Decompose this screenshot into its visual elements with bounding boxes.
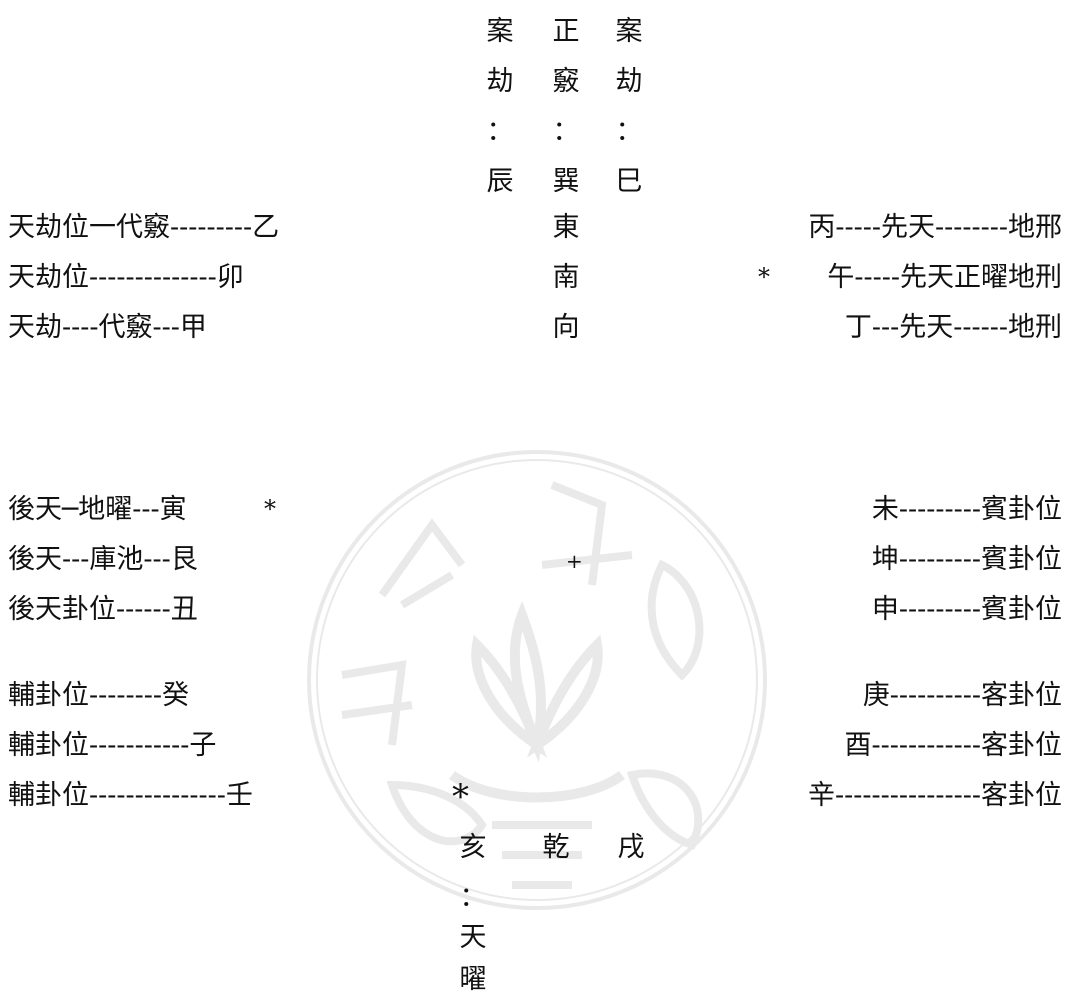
top-col1-2: ： bbox=[486, 116, 514, 147]
top-col2-0: 正 bbox=[552, 16, 580, 47]
bottom-row-hai: 亥 bbox=[459, 832, 487, 863]
top-col1-3: 辰 bbox=[486, 166, 514, 197]
east-center-3: 向 bbox=[552, 312, 580, 343]
middle-left-star-marker: * bbox=[264, 495, 276, 523]
bottom-row-qian: 乾 bbox=[542, 832, 570, 863]
top-col1-1: 劫 bbox=[486, 66, 514, 97]
east-right-star-marker: * bbox=[758, 263, 770, 291]
east-right-line-1: 丙-----先天--------地邢 bbox=[808, 212, 1062, 243]
lower-left-line-3: 輔卦位---------------壬 bbox=[8, 780, 253, 811]
east-right-line-2: 午-----先天正曜地刑 bbox=[827, 262, 1062, 293]
middle-right-line-1: 未---------賓卦位 bbox=[871, 494, 1062, 525]
top-col2-2: ： bbox=[552, 116, 580, 147]
top-col3-1: 劫 bbox=[615, 66, 643, 97]
east-left-line-1: 天劫位一代竅---------乙 bbox=[8, 212, 280, 243]
middle-left-line-2: 後天---庫池---艮 bbox=[8, 544, 198, 575]
lower-center-star-marker: * bbox=[452, 777, 469, 817]
middle-right-line-2: 坤---------賓卦位 bbox=[871, 544, 1062, 575]
lower-left-line-2: 輔卦位-----------子 bbox=[8, 730, 217, 761]
center-plus-marker: + bbox=[566, 549, 583, 573]
east-center-2: 南 bbox=[552, 262, 580, 293]
lower-right-line-1: 庚----------客卦位 bbox=[862, 680, 1062, 711]
top-col2-3: 巽 bbox=[552, 166, 580, 197]
top-col3-0: 案 bbox=[615, 16, 643, 47]
middle-left-line-1: 後天─地曜---寅 bbox=[8, 494, 187, 525]
east-left-line-2: 天劫位--------------卯 bbox=[8, 262, 244, 293]
top-col2-1: 竅 bbox=[552, 66, 580, 97]
middle-left-line-3: 後天卦位------丑 bbox=[8, 594, 198, 625]
middle-right-line-3: 申---------賓卦位 bbox=[871, 594, 1062, 625]
bottom-row-xu: 戌 bbox=[617, 832, 645, 863]
bottom-col-tian: 天 bbox=[459, 922, 487, 953]
lower-right-line-3: 辛----------------客卦位 bbox=[808, 780, 1062, 811]
lower-left-line-1: 輔卦位--------癸 bbox=[8, 680, 189, 711]
east-left-line-3: 天劫----代竅---甲 bbox=[8, 312, 207, 343]
top-col3-3: 巳 bbox=[615, 166, 643, 197]
library-seal-watermark bbox=[307, 450, 767, 910]
bottom-col-colon: ： bbox=[459, 882, 487, 913]
east-right-line-3: 丁---先天------地刑 bbox=[844, 312, 1062, 343]
lower-right-line-2: 酉------------客卦位 bbox=[844, 730, 1062, 761]
top-col3-2: ： bbox=[615, 116, 643, 147]
east-center-1: 東 bbox=[552, 212, 580, 243]
bottom-col-yao: 曜 bbox=[459, 964, 487, 995]
top-col1-0: 案 bbox=[486, 16, 514, 47]
